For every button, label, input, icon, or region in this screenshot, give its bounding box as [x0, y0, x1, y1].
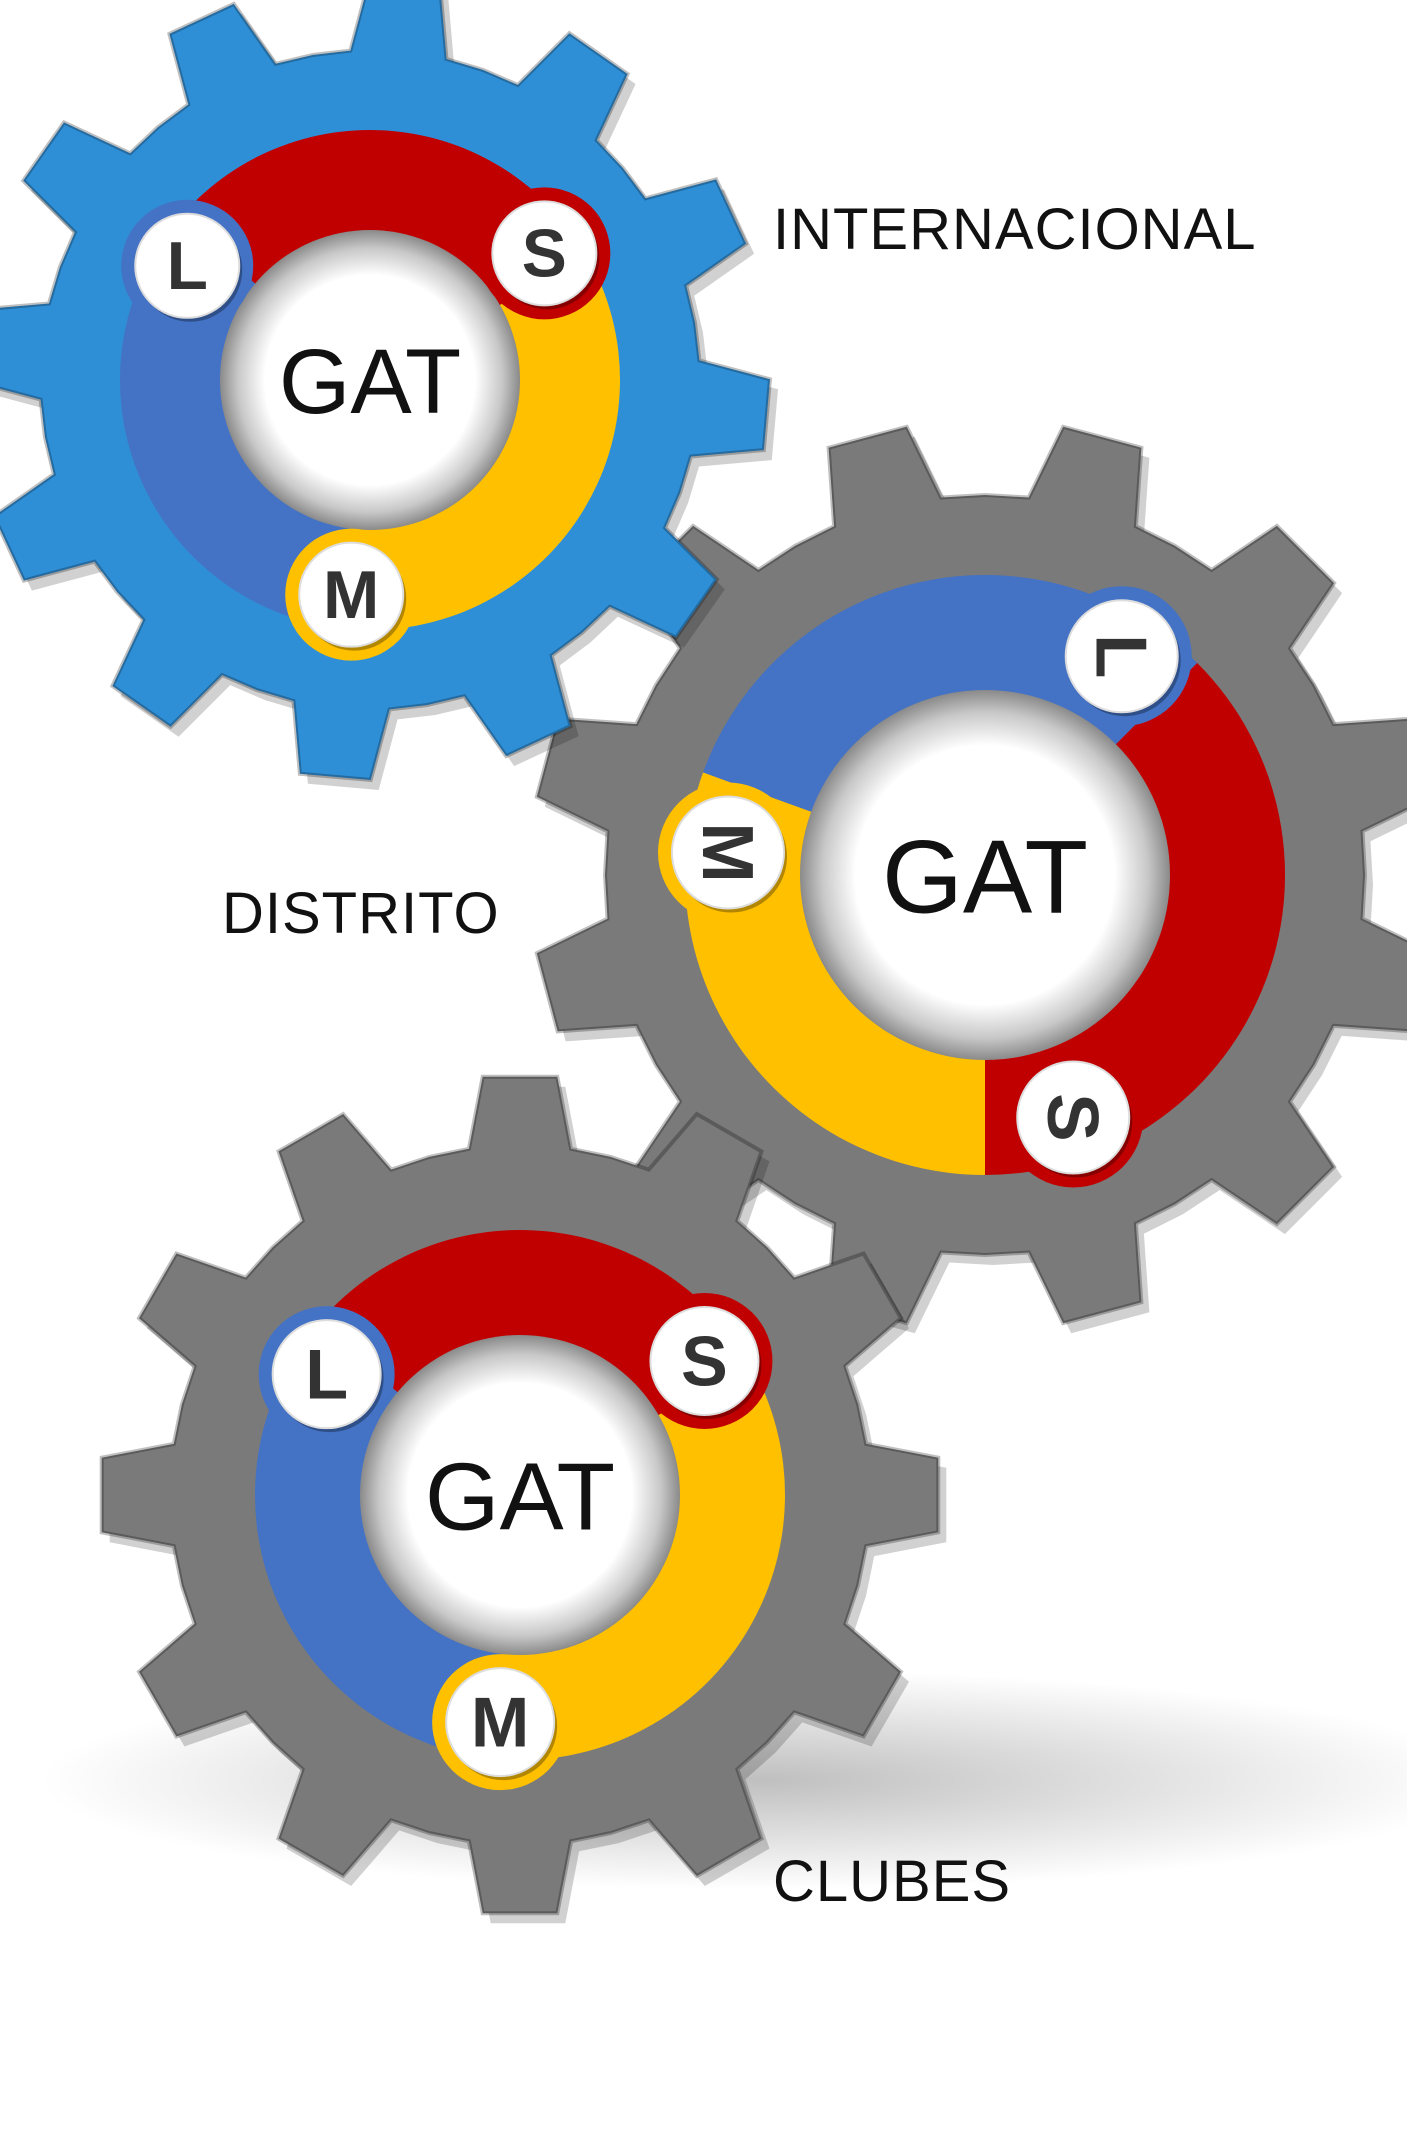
badge-face: [491, 200, 598, 307]
badge-s: S: [478, 187, 611, 320]
red-segment: [985, 662, 1285, 1175]
gear-distrito: GAT S M L: [534, 424, 1407, 1334]
badge-letter: M: [687, 822, 768, 883]
level-label-internacional: INTERNACIONAL: [773, 197, 1257, 262]
badge-m: M: [432, 1654, 569, 1791]
badge-face: [134, 212, 241, 319]
gear-internacional: GAT S M L: [0, 0, 778, 790]
badge-m: M: [657, 782, 798, 923]
badge-m: M: [285, 528, 418, 661]
level-label-distrito: DISTRITO: [222, 881, 500, 946]
yellow-segment: [348, 255, 620, 630]
badge-letter: L: [167, 229, 208, 304]
badge-l: L: [121, 199, 254, 332]
gear-clubes: GAT S M L: [99, 1074, 947, 1924]
gear-hole: [220, 230, 520, 530]
gat-center-text: GAT: [425, 1444, 615, 1551]
badge-face: [445, 1667, 556, 1778]
badge-face: [298, 541, 405, 648]
badge-letter: M: [471, 1682, 529, 1761]
yellow-segment: [496, 1362, 785, 1760]
badge-letter: M: [323, 558, 379, 633]
badge-letter: S: [681, 1321, 728, 1400]
gear-hole: [360, 1335, 680, 1655]
badge-s: S: [1003, 1047, 1144, 1188]
badge-letter: L: [305, 1334, 348, 1413]
badge-letter: S: [522, 217, 567, 292]
badge-face: [649, 1305, 760, 1416]
badge-face: [1064, 599, 1179, 714]
badge-letter: S: [1032, 1093, 1113, 1142]
gat-center-text: GAT: [279, 331, 461, 433]
badge-letter: L: [1081, 634, 1162, 678]
gat-center-text: GAT: [882, 819, 1088, 935]
badge-face: [670, 795, 785, 910]
badge-face: [1016, 1060, 1131, 1175]
level-label-clubes: CLUBES: [773, 1849, 1012, 1914]
badge-s: S: [636, 1292, 773, 1429]
gear-hole: [800, 690, 1170, 1060]
badge-l: L: [258, 1306, 395, 1443]
badge-l: L: [1051, 586, 1192, 727]
badge-face: [271, 1319, 382, 1430]
